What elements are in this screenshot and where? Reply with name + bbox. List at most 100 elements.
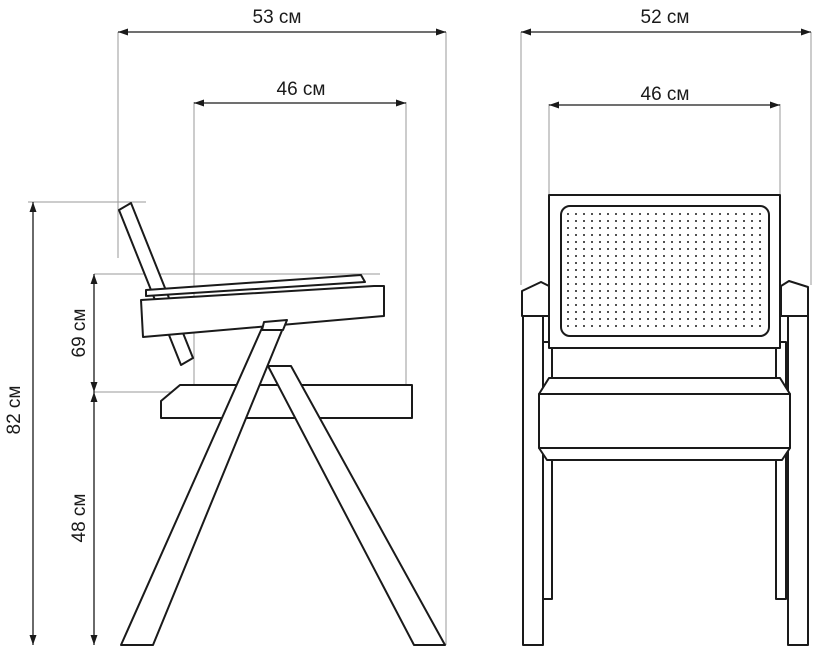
cane-dot	[759, 241, 761, 243]
cane-dot	[695, 311, 697, 313]
cane-dot	[679, 304, 681, 306]
cane-dot	[639, 276, 641, 278]
cane-dot	[711, 241, 713, 243]
cane-dot	[671, 241, 673, 243]
cane-dot	[687, 318, 689, 320]
cane-dot	[615, 234, 617, 236]
cane-dot	[631, 241, 633, 243]
front-arm-right	[780, 280, 809, 317]
cane-dot	[735, 290, 737, 292]
cane-dot	[631, 255, 633, 257]
cane-dot	[759, 318, 761, 320]
cane-dot	[671, 311, 673, 313]
cane-dot	[575, 290, 577, 292]
cane-dot	[663, 318, 665, 320]
cane-dot	[647, 304, 649, 306]
cane-dot	[615, 318, 617, 320]
cane-dot	[743, 234, 745, 236]
cane-dot	[599, 262, 601, 264]
cane-dot	[583, 290, 585, 292]
cane-dot	[591, 213, 593, 215]
cane-dot	[759, 220, 761, 222]
cane-dot	[703, 248, 705, 250]
cane-dot	[615, 290, 617, 292]
cane-dot	[575, 318, 577, 320]
cane-dot	[607, 255, 609, 257]
cane-dot	[727, 297, 729, 299]
side-backrest	[118, 202, 194, 366]
cane-dot	[599, 283, 601, 285]
cane-dot	[759, 290, 761, 292]
cane-dot	[687, 297, 689, 299]
cane-dot	[655, 234, 657, 236]
cane-weave-pattern	[567, 213, 761, 327]
cane-dot	[623, 311, 625, 313]
cane-dot	[655, 262, 657, 264]
cane-dot	[647, 227, 649, 229]
cane-dot	[735, 248, 737, 250]
cane-dot	[671, 262, 673, 264]
cane-dot	[607, 220, 609, 222]
cane-dot	[695, 227, 697, 229]
cane-dot	[607, 262, 609, 264]
cane-dot	[591, 262, 593, 264]
cane-dot	[607, 248, 609, 250]
cane-dot	[695, 318, 697, 320]
cane-dot	[727, 290, 729, 292]
front-backrest-cane	[560, 205, 770, 337]
cane-dot	[719, 318, 721, 320]
cane-dot	[679, 325, 681, 327]
cane-dot	[591, 290, 593, 292]
label-53cm: 53 см	[253, 7, 302, 28]
cane-dot	[679, 220, 681, 222]
cane-dot	[583, 297, 585, 299]
cane-dot	[719, 227, 721, 229]
cane-dot	[687, 304, 689, 306]
cane-dot	[695, 213, 697, 215]
cane-dot	[727, 318, 729, 320]
cane-dot	[687, 290, 689, 292]
cane-dot	[671, 297, 673, 299]
cane-dot	[679, 311, 681, 313]
cane-dot	[679, 318, 681, 320]
cane-dot	[759, 311, 761, 313]
cane-dot	[567, 269, 569, 271]
cane-dot	[703, 297, 705, 299]
cane-dot	[631, 290, 633, 292]
cane-dot	[711, 276, 713, 278]
cane-dot	[567, 213, 569, 215]
cane-dot	[759, 213, 761, 215]
cane-dot	[639, 241, 641, 243]
cane-dot	[663, 311, 665, 313]
cane-dot	[623, 213, 625, 215]
cane-dot	[743, 318, 745, 320]
cane-dot	[719, 269, 721, 271]
cane-dot	[639, 304, 641, 306]
cane-dot	[623, 248, 625, 250]
cane-dot	[623, 227, 625, 229]
cane-dot	[623, 318, 625, 320]
cane-dot	[751, 220, 753, 222]
cane-dot	[687, 213, 689, 215]
cane-dot	[599, 213, 601, 215]
cane-dot	[751, 234, 753, 236]
cane-dot	[751, 325, 753, 327]
cane-dot	[623, 304, 625, 306]
cane-dot	[647, 276, 649, 278]
cane-dot	[567, 318, 569, 320]
cane-dot	[663, 269, 665, 271]
cane-dot	[711, 304, 713, 306]
cane-dot	[679, 213, 681, 215]
cane-dot	[703, 213, 705, 215]
label-69cm: 69 см	[69, 309, 90, 358]
cane-dot	[639, 213, 641, 215]
cane-dot	[671, 283, 673, 285]
cane-dot	[607, 213, 609, 215]
cane-dot	[567, 325, 569, 327]
cane-dot	[623, 241, 625, 243]
cane-dot	[711, 255, 713, 257]
cane-dot	[695, 297, 697, 299]
label-52cm: 52 см	[641, 7, 690, 28]
cane-dot	[655, 290, 657, 292]
